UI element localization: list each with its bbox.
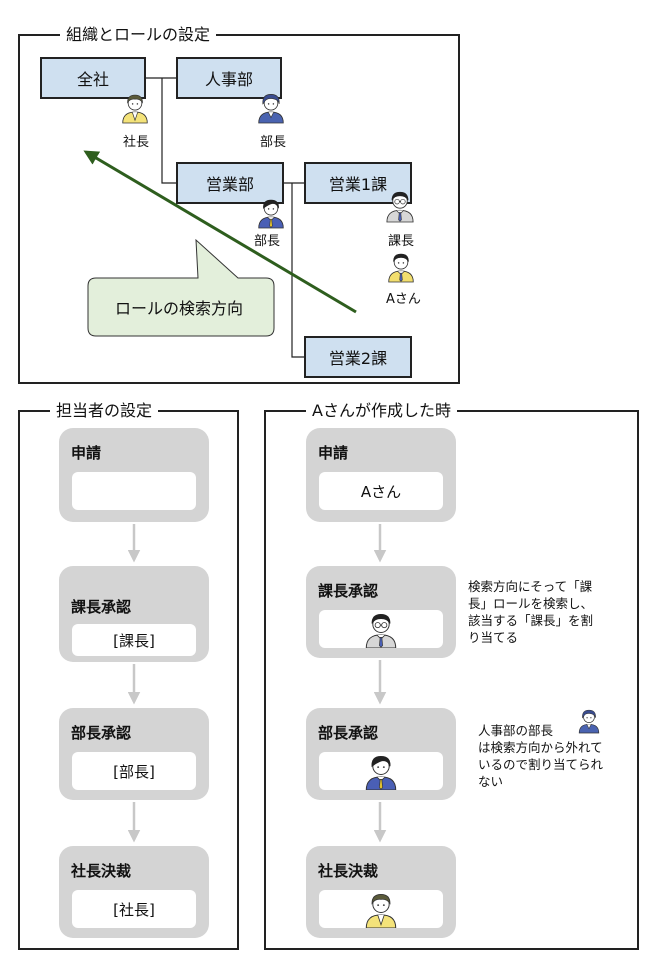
user-a-label: Aさん [386, 292, 421, 307]
tie-man-icon [365, 755, 397, 790]
note-line: ない [478, 774, 504, 789]
step-title: 社長決裁 [318, 862, 379, 880]
org-node-company: 全社 [40, 57, 146, 99]
callout-bubble [87, 238, 275, 337]
step-title: 申請 [71, 444, 102, 462]
chief-assignment-note: 検索方向にそって「課 長」ロールを検索し、 該当する「課長」を割 り当てる [468, 578, 593, 646]
created-step-manager-approval: 部長承認 [306, 708, 456, 800]
created-panel: Aさんが作成した時 [264, 401, 639, 950]
step-value: [課長] [72, 624, 196, 656]
callout-text: ロールの検索方向 [114, 299, 243, 318]
step-title: 社長決裁 [71, 862, 132, 880]
sales-manager-label: 部長 [254, 234, 281, 249]
step-value: [部長] [72, 752, 196, 790]
assignee-step-president-decision: 社長決裁 [社長] [59, 846, 209, 938]
hr-manager-note-icon [578, 709, 600, 734]
assignee-step-chief-approval: 課長承認 [課長] [59, 566, 209, 662]
step-value [319, 610, 443, 648]
step-title: 課長承認 [318, 582, 379, 600]
note-line: 長」ロールを検索し、 [468, 596, 594, 611]
assignee-panel: 担当者の設定 [18, 401, 239, 950]
step-title: 部長承認 [318, 724, 379, 742]
org-node-sales: 営業部 [176, 162, 284, 204]
president-icon [365, 893, 397, 928]
assignee-step-apply: 申請 [59, 428, 209, 522]
glasses-man-icon [365, 613, 397, 648]
search-direction-arrow [83, 150, 357, 337]
note-line: 検索方向にそって「課 [468, 579, 593, 594]
org-node-sales2-label: 営業2課 [328, 349, 388, 368]
note-line: 人事部の部長 [478, 723, 554, 738]
created-panel-title: Aさんが作成した時 [306, 401, 457, 421]
org-panel: 組織とロールの設定 [18, 25, 460, 384]
assignee-step-manager-approval: 部長承認 [部長] [59, 708, 209, 800]
created-step-president-decision: 社長決裁 [306, 846, 456, 938]
step-title: 課長承認 [71, 598, 132, 616]
section-chief-label: 課長 [388, 234, 415, 249]
step-value [319, 890, 443, 928]
org-node-hr-label: 人事部 [204, 70, 253, 89]
assignee-panel-title: 担当者の設定 [50, 401, 159, 421]
president-label: 社長 [123, 135, 150, 150]
org-node-sales-label: 営業部 [205, 175, 254, 194]
org-node-sales2: 営業2課 [304, 336, 412, 378]
step-value: [社長] [72, 890, 196, 928]
step-value [72, 472, 196, 510]
step-value: Aさん [319, 472, 443, 510]
note-line: いるので割り当てられ [478, 757, 604, 772]
created-step-apply: 申請 Aさん [306, 428, 456, 522]
note-line: は検索方向から外れて [478, 740, 603, 755]
org-node-hr: 人事部 [176, 57, 282, 99]
step-title: 申請 [318, 444, 349, 462]
hr-manager-label: 部長 [260, 135, 287, 150]
org-node-company-label: 全社 [76, 70, 109, 89]
note-line: り当てる [468, 630, 519, 645]
step-value [319, 752, 443, 790]
hr-manager-note: 人事部の部長 は検索方向から外れて いるので割り当てられ ない [478, 722, 603, 790]
step-title: 部長承認 [71, 724, 132, 742]
org-panel-title: 組織とロールの設定 [60, 25, 217, 45]
note-line: 該当する「課長」を割 [468, 613, 594, 628]
org-connectors [146, 77, 304, 358]
created-step-chief-approval: 課長承認 [306, 566, 456, 658]
org-node-sales1-label: 営業1課 [328, 175, 388, 194]
